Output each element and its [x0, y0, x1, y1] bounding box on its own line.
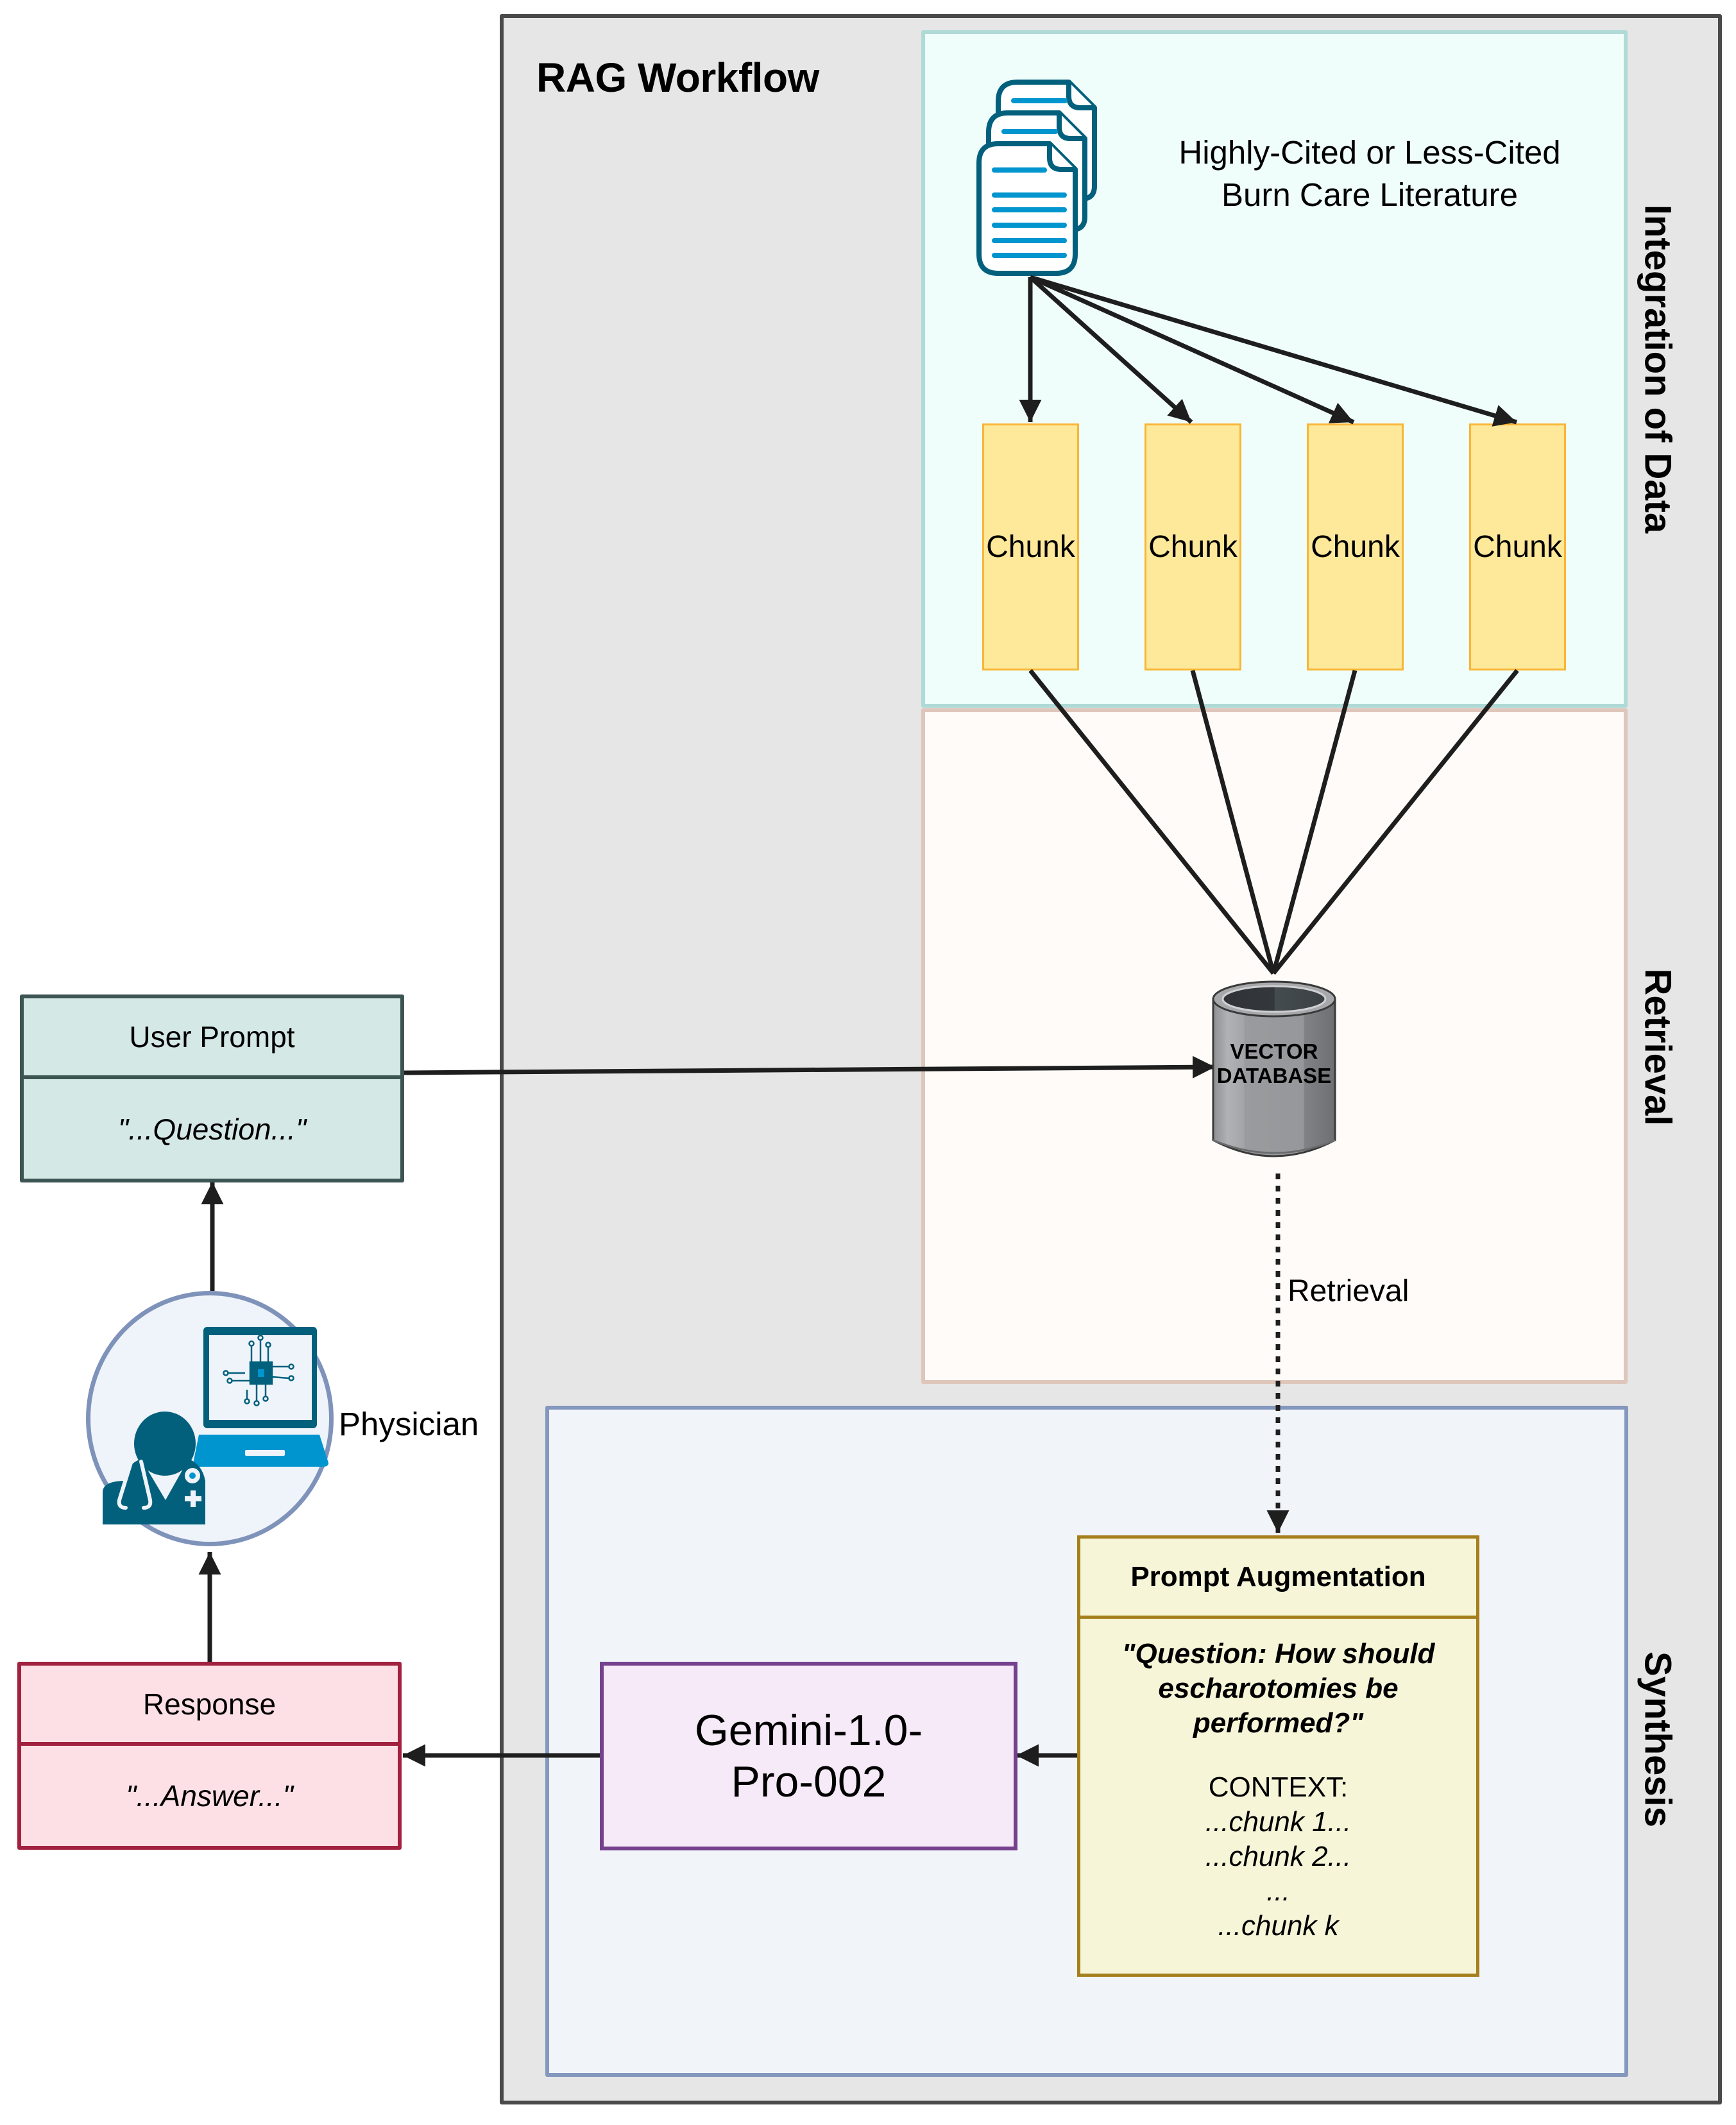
rag-workflow-title: RAG Workflow: [536, 55, 819, 101]
llm-model-box[interactable]: Gemini-1.0- Pro-002: [600, 1662, 1017, 1850]
context-chunk-line: ...chunk k: [1218, 1910, 1339, 1942]
retrieval-edge-label: Retrieval: [1288, 1274, 1409, 1308]
chunk-box-4: Chunk: [1469, 423, 1566, 670]
context-chunk-line: ...chunk 1...: [1205, 1806, 1352, 1838]
response-box[interactable]: Response "...Answer...": [17, 1662, 402, 1850]
vector-db-label-line-1: VECTOR: [1230, 1039, 1318, 1063]
arrow-docs-to-chunk-2: [1028, 275, 1193, 424]
line-chunk-3-to-db: [1271, 670, 1357, 974]
prompt-augmentation-body: "Question: How should escharotomies be p…: [1080, 1619, 1476, 1974]
literature-description: Highly-Cited or Less-Cited Burn Care Lit…: [1155, 132, 1585, 216]
user-prompt-body: "...Question...": [117, 1112, 307, 1146]
literature-line-2: Burn Care Literature: [1221, 176, 1519, 213]
augmented-question-line: escharotomies be: [1158, 1673, 1399, 1704]
context-chunk-line: ...chunk 2...: [1205, 1841, 1352, 1872]
documents-stack-icon: [976, 80, 1097, 276]
user-prompt-header: User Prompt: [24, 998, 400, 1079]
chunk-box-1: Chunk: [982, 423, 1079, 670]
arrow-user-prompt-to-db: [404, 1055, 1216, 1079]
model-name-line-1: Gemini-1.0-: [694, 1706, 923, 1755]
prompt-augmentation-header: Prompt Augmentation: [1080, 1539, 1476, 1619]
line-chunk-2-to-db: [1190, 670, 1276, 974]
augmented-question-line: "Question: How should: [1121, 1638, 1435, 1669]
response-header: Response: [21, 1666, 398, 1746]
vector-db-label-line-2: DATABASE: [1216, 1064, 1332, 1088]
vector-database-label: VECTOR DATABASE: [1211, 1039, 1337, 1088]
arrow-docs-to-chunk-3: [1029, 275, 1355, 425]
user-prompt-box[interactable]: User Prompt "...Question...": [20, 994, 404, 1182]
physician-laptop-icon: [103, 1327, 328, 1524]
context-label: CONTEXT:: [1208, 1771, 1349, 1803]
model-name-line-2: Pro-002: [731, 1757, 887, 1806]
augmented-question-line: performed?": [1193, 1707, 1364, 1739]
chunk-box-2: Chunk: [1145, 423, 1241, 670]
database-cylinder-icon[interactable]: [1211, 980, 1337, 1161]
arrow-docs-to-chunk-4: [1029, 275, 1518, 427]
context-chunk-line: ...: [1266, 1875, 1290, 1907]
chunk-box-3: Chunk: [1307, 423, 1404, 670]
physician-label: Physician: [339, 1406, 479, 1442]
line-chunk-1-to-db: [1028, 669, 1275, 975]
line-chunk-4-to-db: [1272, 669, 1519, 975]
response-body: "...Answer...": [125, 1779, 294, 1813]
literature-line-1: Highly-Cited or Less-Cited: [1179, 134, 1561, 171]
prompt-augmentation-box[interactable]: Prompt Augmentation "Question: How shoul…: [1077, 1535, 1479, 1977]
